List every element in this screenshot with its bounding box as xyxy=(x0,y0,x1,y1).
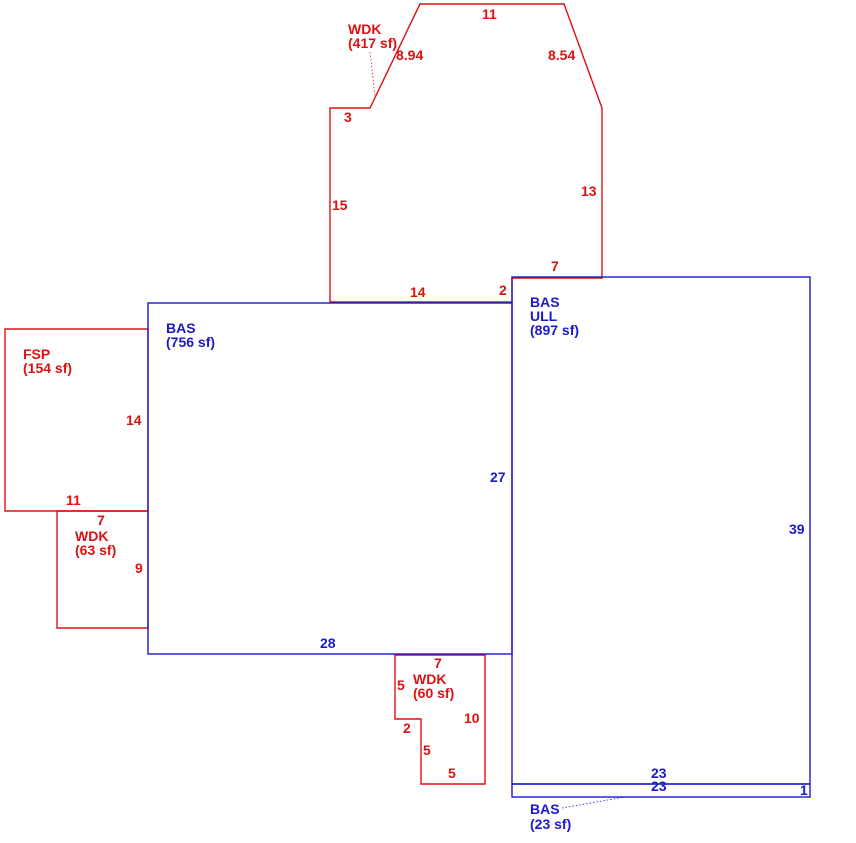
dim-wdk-top-bottom-14: 14 xyxy=(410,284,426,300)
bas-ull-code2: ULL xyxy=(530,308,558,324)
wdk-top-code: WDK xyxy=(348,21,381,37)
dim-wdk-left-right: 9 xyxy=(135,560,143,576)
bas-ull-area: (897 sf) xyxy=(530,322,579,338)
bas-ull-outline xyxy=(511,276,811,785)
wdk-top-area: (417 sf) xyxy=(348,35,397,51)
bas-small-leader xyxy=(561,796,626,809)
wdk-bottom-code: WDK xyxy=(413,671,446,687)
dim-bas-main-bottom: 28 xyxy=(320,635,336,651)
dim-wdk-top-bottom-7: 7 xyxy=(551,258,559,274)
fsp-code: FSP xyxy=(23,346,50,362)
dim-bas-main-right: 27 xyxy=(490,469,506,485)
bas-small-outline xyxy=(511,783,811,798)
dim-wdk-bot-bottom: 5 xyxy=(448,765,456,781)
dim-fsp-side: 14 xyxy=(126,412,142,428)
dim-wdk-bot-step: 2 xyxy=(403,720,411,736)
fsp-area: (154 sf) xyxy=(23,360,72,376)
dim-wdk-bot-left2: 5 xyxy=(423,742,431,758)
bas-small-area: (23 sf) xyxy=(530,816,571,832)
dim-wdk-bot-top: 7 xyxy=(434,655,442,671)
bas-main-area: (756 sf) xyxy=(166,334,215,350)
dim-wdk-top-step: 3 xyxy=(344,109,352,125)
dim-wdk-top-right: 13 xyxy=(581,183,597,199)
dim-wdk-top-left: 15 xyxy=(332,197,348,213)
dim-wdk-top-right-diag: 8.54 xyxy=(548,47,575,63)
wdk-left-area: (63 sf) xyxy=(75,542,116,558)
bas-ull-code: BAS xyxy=(530,294,560,310)
dim-wdk-top-bottom-2: 2 xyxy=(499,282,507,298)
dim-wdk-left-top: 7 xyxy=(97,512,105,528)
wdk-bottom-outline xyxy=(394,654,486,785)
wdk-left-code: WDK xyxy=(75,528,108,544)
bas-small-code: BAS xyxy=(530,801,560,817)
dim-fsp-bottom: 11 xyxy=(66,492,81,508)
wdk-bottom-area: (60 sf) xyxy=(413,685,454,701)
dim-small-right: 1 xyxy=(800,782,808,798)
dim-wdk-bot-right: 10 xyxy=(464,710,480,726)
dim-ull-right: 39 xyxy=(789,521,805,537)
dim-wdk-bot-left: 5 xyxy=(397,677,405,693)
dim-small-top: 23 xyxy=(651,765,667,781)
dim-wdk-top-top: 11 xyxy=(482,6,497,22)
dim-wdk-top-left-diag: 8.94 xyxy=(396,47,423,63)
bas-main-outline xyxy=(147,302,513,655)
wdk-top-leader xyxy=(369,51,376,97)
dim-small-bottom: 23 xyxy=(651,778,667,794)
bas-main-code: BAS xyxy=(166,320,196,336)
